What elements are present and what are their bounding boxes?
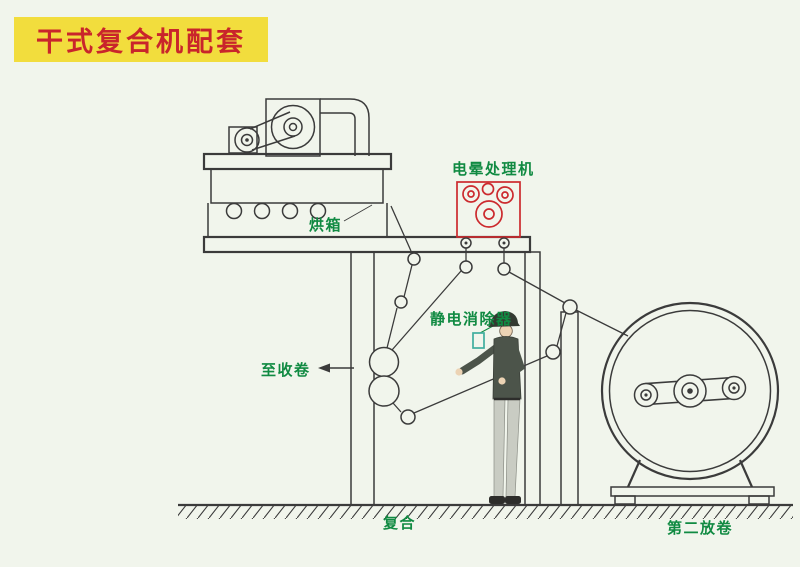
stand-foot-right (748, 495, 770, 505)
web-path (386, 205, 629, 425)
stand-leg-left (626, 459, 642, 488)
worker-cap (488, 311, 520, 327)
belt-line (249, 111, 291, 130)
oven-roller (225, 202, 243, 220)
static-eliminator (472, 325, 494, 349)
idler-roller (497, 262, 511, 276)
left-column (350, 251, 375, 506)
laminating-nip (318, 346, 400, 407)
idler-roller (394, 295, 408, 309)
oven-body (210, 168, 384, 204)
mid-column (524, 251, 541, 506)
idler-roller (407, 252, 421, 266)
worker-leg-left (493, 398, 506, 498)
nip-roller-bottom (368, 375, 400, 407)
ground (178, 503, 793, 519)
belt-line (251, 135, 296, 151)
roll-outer (600, 301, 780, 481)
static-label-leader (479, 325, 494, 334)
corona-main-roller (475, 200, 503, 228)
worker-leg-right (505, 398, 521, 498)
worker-arm-right (500, 342, 526, 383)
idler-roller (545, 344, 561, 360)
worker (455, 311, 526, 504)
ground-hatch (178, 505, 793, 519)
label-static-eliminator: 静电消除器 (430, 311, 513, 328)
label-to-rewinder: 至收卷 (261, 362, 311, 379)
main-beam (202, 235, 532, 254)
label-second-unwind: 第二放卷 (667, 520, 734, 537)
stand-leg-right (738, 459, 754, 488)
fan-wheel (270, 104, 316, 150)
label-laminate-station: 复合 (383, 515, 417, 532)
corona-box (456, 181, 521, 238)
corona-treater (456, 181, 521, 249)
fan-housing (265, 98, 321, 157)
oven-roller (253, 202, 271, 220)
worker-hand-right (498, 377, 506, 385)
oven-roller (281, 202, 299, 220)
oven-roller (309, 202, 327, 220)
page-title: 干式复合机配套 (14, 17, 268, 62)
label-oven: 烘箱 (309, 217, 343, 234)
duct-pipe (320, 98, 370, 156)
worker-shoe-right (505, 496, 521, 504)
worker-shoe-left (489, 496, 505, 504)
stand-base (610, 486, 775, 497)
right-post (560, 311, 579, 506)
oven-label-leader (343, 204, 373, 222)
motor-pulley (234, 127, 260, 153)
idler-roller (459, 260, 473, 274)
motor-body (228, 126, 258, 154)
idler-roller (400, 409, 416, 425)
worker-hand-left (455, 368, 463, 376)
nip-roller-top (368, 346, 400, 378)
static-eliminator-bar (472, 332, 485, 349)
idler-roller (562, 299, 578, 315)
arrowhead (318, 363, 330, 373)
blower-unit (228, 98, 370, 157)
stand-foot-left (614, 495, 636, 505)
label-corona-treater: 电晕处理机 (452, 161, 535, 178)
worker-arm-left (458, 342, 502, 375)
unwind-roll (600, 301, 780, 505)
